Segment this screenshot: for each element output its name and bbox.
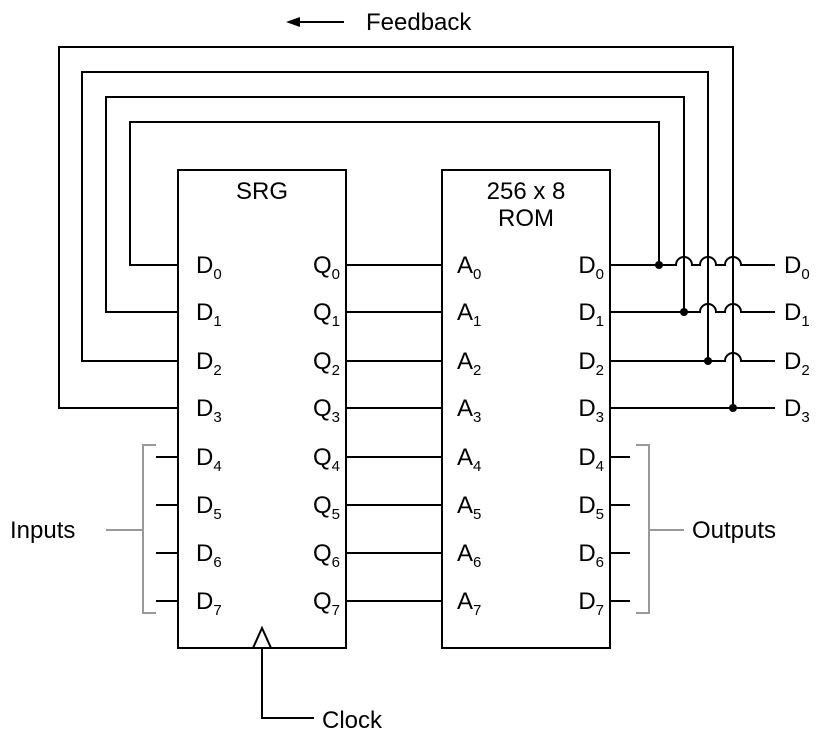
rom-title-line1: 256 x 8: [487, 178, 566, 205]
rom-out-wire-1: [610, 303, 775, 313]
feedback-wire-0: [129, 121, 660, 266]
srg-input-label-d5: D5: [196, 492, 222, 523]
rom-data-label-d4: D4: [578, 444, 604, 475]
rom-data-label-d6: D6: [578, 540, 604, 571]
rom-data-label-d0: D0: [578, 252, 604, 283]
rom-address-label-a6: A6: [457, 540, 481, 571]
srg-output-label-q5: Q5: [313, 492, 340, 523]
rom-address-label-a0: A0: [457, 252, 481, 283]
external-output-label-d0: D0: [784, 252, 810, 283]
rom-address-label-a5: A5: [457, 492, 481, 523]
feedback-label: Feedback: [366, 9, 472, 36]
rom-box: [441, 169, 611, 649]
rom-data-label-d7: D7: [578, 588, 604, 619]
feedback-wires: [58, 46, 734, 409]
srg-output-label-q7: Q7: [313, 588, 340, 619]
rom-out-wire-0: [610, 256, 775, 266]
rom-address-label-a1: A1: [457, 299, 481, 330]
srg-output-label-q6: Q6: [313, 540, 340, 571]
srg-output-label-q0: Q0: [313, 252, 340, 283]
junction-dot-3: [729, 404, 737, 412]
rom-address-label-a3: A3: [457, 395, 481, 426]
srg-input-label-d7: D7: [196, 588, 222, 619]
inputs-label: Inputs: [10, 517, 75, 544]
srg-input-label-d6: D6: [196, 540, 222, 571]
srg-output-label-q3: Q3: [313, 395, 340, 426]
feedback-wire-2: [81, 71, 709, 362]
rom-address-label-a4: A4: [457, 444, 481, 475]
junction-dot-2: [704, 357, 712, 365]
junction-dot-0: [655, 261, 663, 269]
feedback-arrow-icon: [286, 17, 300, 27]
rom-data-label-d2: D2: [578, 348, 604, 379]
rom-address-label-a2: A2: [457, 348, 481, 379]
srg-input-label-d1: D1: [196, 299, 222, 330]
clock-input: Clock: [261, 648, 383, 734]
external-output-label-d1: D1: [784, 299, 810, 330]
srg-input-stubs: [156, 456, 178, 602]
rom-out-wire-2: [610, 352, 775, 362]
rom-data-label-d5: D5: [578, 492, 604, 523]
outputs-bracket: Outputs: [636, 444, 776, 614]
junction-dot-1: [680, 308, 688, 316]
outputs-label: Outputs: [692, 517, 776, 544]
feedback-wire-1: [105, 96, 685, 313]
srg-title: SRG: [236, 178, 288, 205]
srg-output-label-q2: Q2: [313, 348, 340, 379]
rom-address-label-a7: A7: [457, 588, 481, 619]
srg-input-label-d3: D3: [196, 395, 222, 426]
srg-input-label-d2: D2: [196, 348, 222, 379]
inputs-bracket: Inputs: [10, 444, 156, 614]
rom-title-line2: ROM: [498, 205, 554, 232]
clock-wire: [261, 648, 314, 719]
srg-input-label-d0: D0: [196, 252, 222, 283]
external-output-label-d2: D2: [784, 348, 810, 379]
srg-output-label-q1: Q1: [313, 299, 340, 330]
srg-output-label-q4: Q4: [313, 444, 340, 475]
clock-label: Clock: [322, 707, 383, 734]
srg-input-label-d4: D4: [196, 444, 222, 475]
external-output-label-d3: D3: [784, 395, 810, 426]
rom-data-label-d3: D3: [578, 395, 604, 426]
rom-data-label-d1: D1: [578, 299, 604, 330]
srg-to-rom-wires: [346, 264, 442, 602]
feedback-caption: Feedback: [286, 9, 472, 36]
feedback-wire-3: [58, 46, 734, 409]
rom-output-wires: [610, 256, 775, 602]
